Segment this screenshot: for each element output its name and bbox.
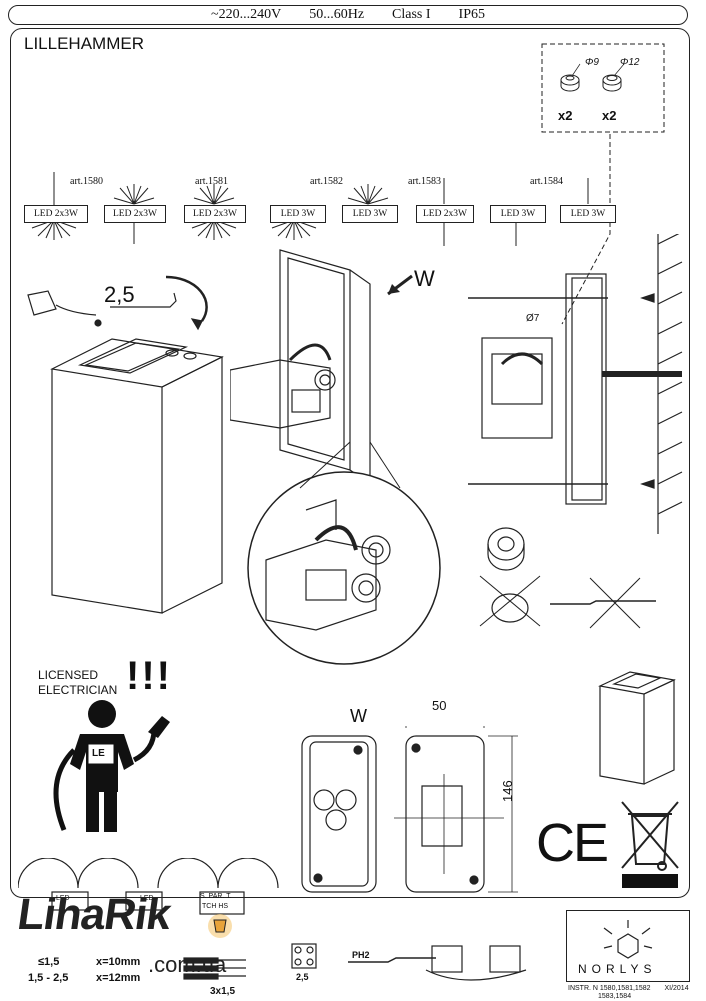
art-1580: art.1580 <box>70 176 104 187</box>
accessory-warnings <box>479 527 656 629</box>
electrician-text: ELECTRICIAN <box>38 683 118 697</box>
wire-strip-2: x=12mm <box>96 972 141 984</box>
led-box-1584a: LED 3W <box>490 205 546 223</box>
wall-mount-illustration <box>468 234 683 534</box>
view-w-label: W <box>414 266 435 291</box>
terminal-size: 2,5 <box>296 972 309 982</box>
accessories-box <box>541 43 665 133</box>
accent-lamp-icon <box>208 914 232 938</box>
dim-width-label: 50 <box>432 698 447 713</box>
cable-spec: 3x1,5 <box>210 986 236 997</box>
art-1584: art.1584 <box>530 176 564 187</box>
led-box-1582b: LED 3W <box>342 205 398 223</box>
led-box-1581: LED 2x3W <box>184 205 246 223</box>
variant-led-c: S. PAR. T. <box>200 893 232 900</box>
spec-bar: ~220...240V 50...60Hz Class I IP65 <box>8 5 688 25</box>
weee-bin-icon <box>621 801 679 888</box>
watermark-main: LihaRik <box>14 890 174 939</box>
zoom-leader <box>299 441 401 489</box>
brand-logo-icon <box>603 920 653 959</box>
art-1582: art.1582 <box>310 176 344 187</box>
ip-text: IP65 <box>458 7 485 22</box>
qty9-label: x2 <box>558 108 573 123</box>
hex-size-label: 2,5 <box>104 282 135 307</box>
licensed-text: LICENSED <box>38 668 99 682</box>
led-box-1583: LED 2x3W <box>416 205 474 223</box>
class-text: Class I <box>392 7 431 22</box>
frequency-text: 50...60Hz <box>309 7 365 22</box>
hole-diameter-label: Ø7 <box>526 313 540 324</box>
variant-led-d: TCH HS <box>202 903 229 910</box>
led-box-1580b: LED 2x3W <box>104 205 166 223</box>
product-title: LILLEHAMMER <box>24 34 144 53</box>
instr-line2: 1583,1584 <box>598 993 632 1000</box>
lamp-body-illustration <box>27 275 224 614</box>
le-badge: LE <box>92 748 105 759</box>
art-1583: art.1583 <box>408 176 442 187</box>
wire-strip-1: x=10mm <box>96 956 141 968</box>
electrician-figure <box>53 700 170 832</box>
screwdriver-label: PH2 <box>352 950 370 960</box>
led-beam-icons <box>31 172 589 246</box>
instr-line1: INSTR. N 1580,1581,1582 <box>568 985 651 992</box>
phi12-label: Φ12 <box>620 57 640 68</box>
zoom-detail-circle <box>247 471 441 665</box>
instr-date: XI/2014 <box>664 985 689 992</box>
dimension-views <box>301 726 518 893</box>
lamp-thumbnail <box>598 671 676 785</box>
watermark-sub: .com.ua <box>148 952 227 977</box>
ce-mark: CE <box>536 813 609 873</box>
qty12-label: x2 <box>602 108 617 123</box>
led-box-1580a: LED 2x3W <box>24 205 88 223</box>
wire-size-2: 1,5 - 2,5 <box>28 972 69 984</box>
variant-led-b: LED <box>140 895 154 902</box>
brand-name: NORLYS <box>578 962 657 976</box>
dashed-leader <box>561 134 611 325</box>
phi9-label: Φ9 <box>585 57 599 68</box>
warning-exclaim: !!! <box>126 654 172 698</box>
open-housing-illustration <box>230 249 371 480</box>
variant-led-a: LED <box>56 895 70 902</box>
brand-box <box>566 910 690 982</box>
art-1581: art.1581 <box>195 176 229 187</box>
cable-terminal-tools <box>183 943 527 981</box>
led-box-1584b: LED 3W <box>560 205 616 223</box>
led-box-1582a: LED 3W <box>270 205 326 223</box>
wire-size-1: ≤1,5 <box>38 956 60 968</box>
view-w2-label: W <box>350 706 367 726</box>
diagram-frame <box>10 28 690 898</box>
voltage-text: ~220...240V <box>211 7 282 22</box>
dim-height-label: 146 <box>500 780 515 802</box>
instructions-info: INSTR. N 1580,1581,1582 XI/2014 1583,158… <box>568 985 689 1001</box>
wiring-variants <box>18 858 279 915</box>
view-w-arrow <box>387 274 413 296</box>
